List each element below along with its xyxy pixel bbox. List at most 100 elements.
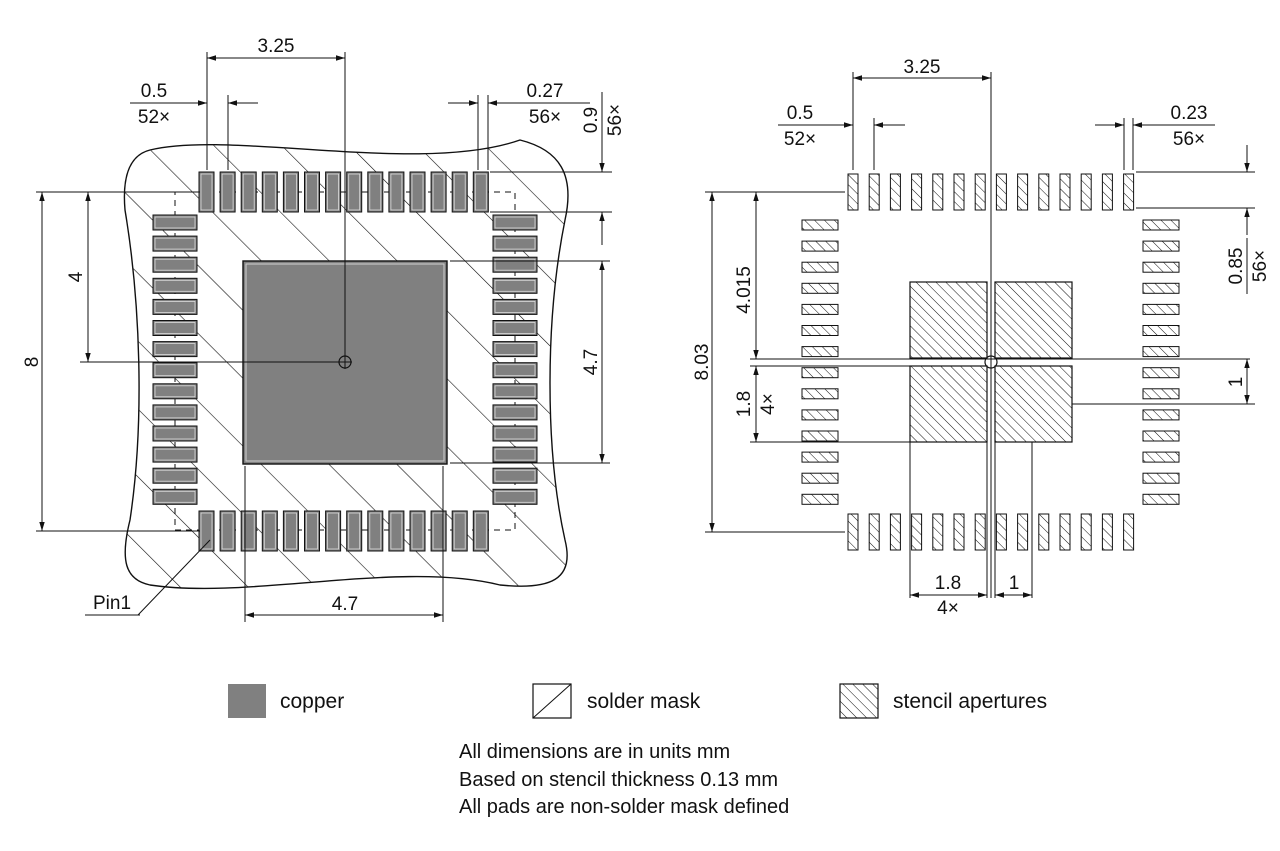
aperture-bottom [953, 513, 965, 551]
aperture-top [995, 173, 1007, 211]
aperture-top [847, 173, 859, 211]
pad-top-inner [263, 173, 276, 211]
pad-bottom-inner [453, 512, 466, 550]
note-line-2: Based on stencil thickness 0.13 mm [459, 769, 778, 791]
pad-top [409, 171, 426, 213]
pad-left [152, 214, 198, 231]
aperture-bottom [1101, 513, 1113, 551]
aperture-left [801, 451, 839, 463]
pad-left [152, 383, 198, 400]
aperture-bottom-right [994, 365, 1073, 443]
left-dim-top: 3.25 [258, 36, 295, 57]
right-pitch-count: 52× [784, 129, 816, 150]
pad-left-inner [154, 490, 196, 503]
left-extension-lines [36, 52, 612, 622]
pad-left-inner [154, 216, 196, 229]
left-pitch-count: 52× [138, 107, 170, 128]
left-pad-width-count: 56× [529, 107, 561, 128]
pin1-label: Pin1 [93, 593, 131, 614]
pad-top-inner [221, 173, 234, 211]
right-extension-lines [705, 72, 1255, 598]
pad-left-inner [154, 469, 196, 482]
aperture-right [1142, 303, 1180, 315]
pad-right-inner [494, 279, 536, 292]
pad-top [388, 171, 405, 213]
pad-top-inner [453, 173, 466, 211]
aperture-bottom-left [909, 365, 988, 443]
pad-bottom-inner [327, 512, 340, 550]
aperture-right [1142, 325, 1180, 336]
right-dim-half: 4.015 [734, 266, 755, 314]
pad-top [346, 171, 363, 213]
pad-top [282, 171, 299, 213]
right-aperture-gap-v: 1 [1226, 377, 1247, 388]
aperture-right [1142, 451, 1180, 463]
pad-bottom-inner [242, 512, 255, 550]
pad-left-inner [154, 322, 196, 334]
aperture-bottom [911, 513, 923, 551]
pad-left [152, 362, 198, 379]
pad-right [492, 214, 538, 231]
pad-right-inner [494, 469, 536, 482]
pad-top [472, 171, 489, 213]
aperture-top [1123, 173, 1135, 211]
legend-solder-mask-swatch [532, 683, 572, 719]
left-pad-length-value: 0.9 [581, 107, 602, 133]
right-pad-width-count: 56× [1173, 129, 1205, 150]
pad-right [492, 341, 538, 358]
aperture-top-right [994, 281, 1073, 359]
right-aperture-size-h-count: 4× [937, 598, 959, 619]
aperture-bottom [932, 513, 944, 551]
pad-bottom-inner [263, 512, 276, 550]
pad-left-inner [154, 448, 196, 461]
pad-bottom-inner [411, 512, 424, 550]
pad-top [367, 171, 384, 213]
right-aperture-size-h-value: 1.8 [935, 573, 961, 594]
aperture-bottom [847, 513, 859, 551]
aperture-right [1142, 367, 1180, 379]
pad-bottom [282, 510, 299, 552]
aperture-right [1142, 261, 1180, 273]
aperture-top [1017, 173, 1029, 211]
pad-bottom [346, 510, 363, 552]
pad-left-inner [154, 258, 196, 271]
pad-right [492, 320, 538, 336]
pad-bottom [430, 510, 447, 552]
pad-top-inner [348, 173, 361, 211]
aperture-left [801, 325, 839, 336]
pad-top [304, 171, 320, 213]
aperture-left [801, 493, 839, 505]
pad-left-inner [154, 300, 196, 313]
aperture-bottom [1123, 513, 1135, 551]
pad-left-inner [154, 364, 196, 377]
aperture-right [1142, 388, 1180, 400]
pad-bottom-inner [390, 512, 403, 550]
pad-top [240, 171, 257, 213]
right-pad-length-value: 0.85 [1226, 248, 1247, 285]
pad-right-inner [494, 343, 536, 356]
aperture-left [801, 261, 839, 273]
pad-bottom-inner [306, 512, 318, 550]
pad-bottom [367, 510, 384, 552]
pad-left-inner [154, 385, 196, 398]
right-pads [801, 173, 1180, 551]
pad-bottom-inner [348, 512, 361, 550]
right-aperture-gap-h: 1 [1009, 573, 1020, 594]
left-dim-epad-height: 4.7 [581, 349, 602, 375]
pad-right [492, 446, 538, 463]
pad-top-inner [284, 173, 297, 211]
aperture-top [1038, 173, 1050, 211]
pad-right [492, 235, 538, 252]
pad-right-inner [494, 490, 536, 503]
pad-right-inner [494, 406, 536, 419]
right-pad-length-count: 56× [1250, 250, 1271, 282]
legend-copper-label: copper [280, 690, 344, 713]
legend-copper-swatch [228, 684, 266, 718]
aperture-right [1142, 430, 1180, 442]
pad-left [152, 467, 198, 484]
aperture-right [1142, 282, 1180, 294]
right-dim-top: 3.25 [904, 57, 941, 78]
right-view: 3.25 0.5 52× 0.23 56× 0.85 56× 8.03 4.01… [692, 57, 1271, 619]
left-view: 3.25 0.5 52× 0.27 56× 0.9 56× 8 4 4.7 4.… [22, 36, 626, 622]
